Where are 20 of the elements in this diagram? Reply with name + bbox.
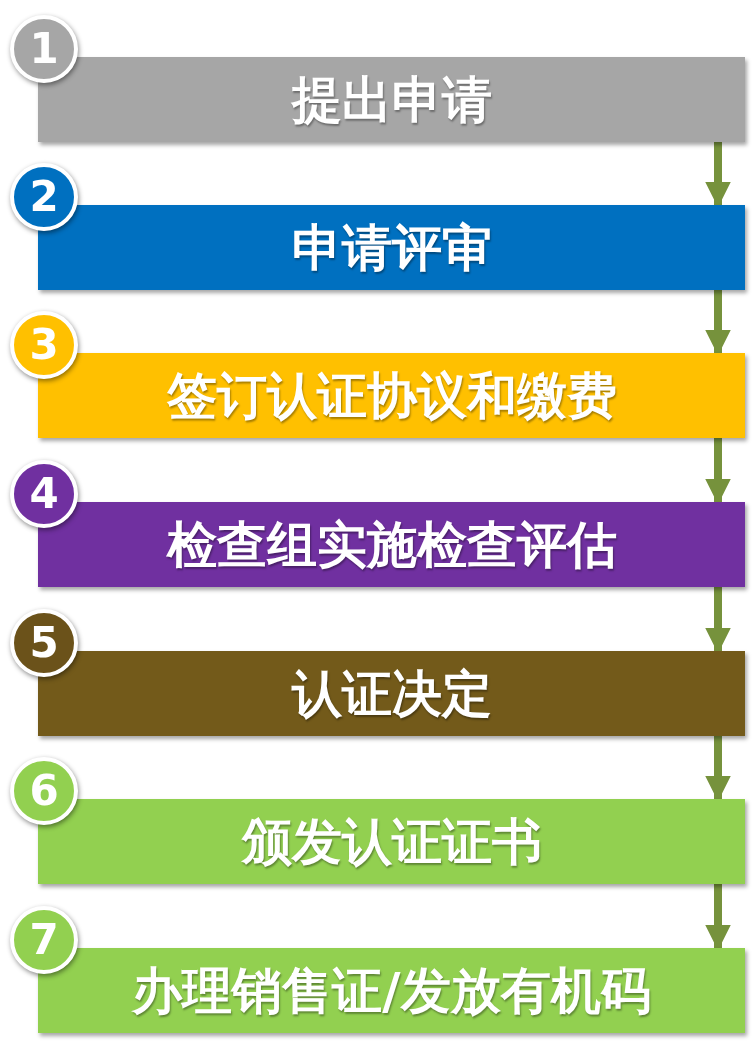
step-title: 办理销售证/发放有机码 xyxy=(132,965,651,1016)
step-title: 申请评审 xyxy=(291,222,492,273)
step-title: 签订认证协议和缴费 xyxy=(166,370,617,421)
down-arrow xyxy=(705,142,731,208)
down-arrow xyxy=(705,438,731,505)
down-arrow xyxy=(705,736,731,802)
step-title: 检查组实施检查评估 xyxy=(166,519,617,570)
step-title: 颁发认证证书 xyxy=(241,816,542,867)
down-arrow xyxy=(705,884,731,951)
down-arrow xyxy=(705,290,731,356)
step-number: 5 xyxy=(29,622,59,664)
step-number: 6 xyxy=(29,770,59,812)
step-number: 3 xyxy=(29,324,59,366)
step-title: 认证决定 xyxy=(291,668,492,719)
step-title: 提出申请 xyxy=(291,74,492,125)
step-number: 2 xyxy=(29,176,59,218)
step-number: 7 xyxy=(29,919,59,961)
step-number: 4 xyxy=(29,473,59,515)
down-arrow xyxy=(705,587,731,654)
step-number: 1 xyxy=(29,28,59,70)
